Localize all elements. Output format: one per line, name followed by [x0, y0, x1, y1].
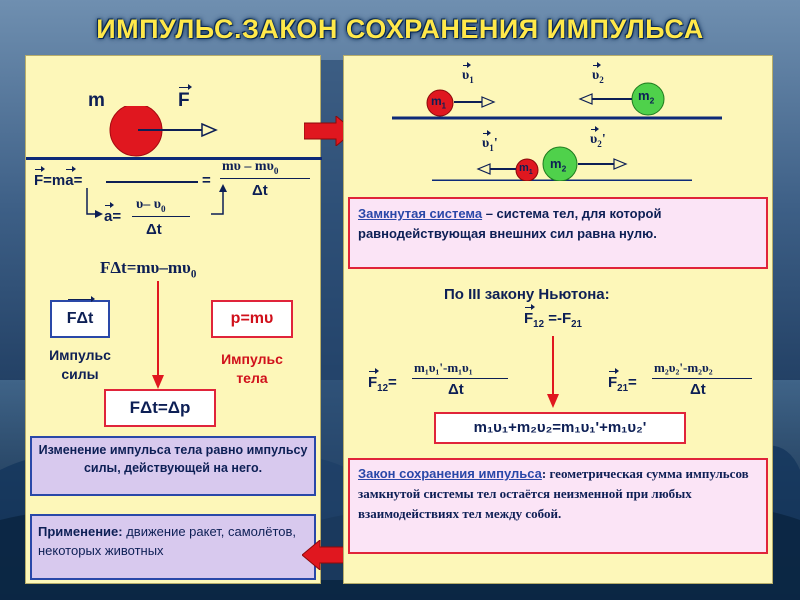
left-panel: m F F=ma= = mυ – mυ0 Δt a= υ– υ0 Δt FΔt=…	[25, 55, 322, 584]
main-equation: FΔt=mυ–mυ0	[100, 258, 197, 281]
mass-label: m	[88, 90, 105, 111]
force-label: F	[178, 84, 192, 111]
eq-prefix: F=ma=	[34, 166, 83, 189]
f12-label: F12=	[368, 368, 397, 394]
newton-title: По III закону Ньютона:	[444, 286, 610, 303]
right-panel: m1 m2 υ1 υ2 υ1' υ2' m1 m2 Замкнутая сист…	[343, 55, 773, 584]
eq-equals: =	[202, 172, 211, 189]
ball-m1-top	[426, 89, 454, 117]
newton-equation: F12 =-F21	[524, 304, 582, 330]
bottom-v2-label: υ2'	[590, 126, 606, 149]
f21-label: F21=	[608, 368, 637, 394]
impulse-force-box: FΔt	[50, 296, 110, 338]
bracket-arrows	[86, 184, 227, 218]
momentum-box: p=mυ	[211, 300, 293, 338]
f12-frac-bar	[412, 378, 508, 379]
frac-numerator: mυ – mυ0	[222, 159, 279, 176]
newton-down-arrow-icon	[547, 336, 559, 408]
ball-force-diagram	[109, 106, 218, 157]
down-arrow-icon	[152, 281, 164, 389]
f21-numerator: m₂υ₂'-m₂υ₂	[654, 360, 713, 375]
collision-diagram	[392, 82, 722, 181]
top-m2-label: m2	[638, 88, 655, 106]
bottom-m1-label: m1	[519, 162, 533, 177]
f21-denominator: Δt	[690, 381, 706, 398]
frac-denominator: Δt	[252, 182, 268, 199]
surface-line	[26, 157, 322, 160]
f21-frac-bar	[652, 378, 752, 379]
conservation-law-box: Закон сохранения импульса: геометрическа…	[348, 458, 768, 554]
a-denominator: Δt	[146, 221, 162, 238]
top-v2-label: υ2	[592, 62, 604, 85]
a-frac-bar	[132, 216, 190, 217]
page-title: ИМПУЛЬС.ЗАКОН СОХРАНЕНИЯ ИМПУЛЬСА	[96, 14, 704, 44]
a-numerator: υ– υ0	[136, 197, 166, 214]
force-arrow-icon	[201, 122, 218, 138]
bottom-m2-label: m2	[550, 156, 567, 174]
eq-blank-line	[106, 181, 198, 183]
a-label: a=	[104, 202, 122, 225]
application-box: Применение: движение ракет, самолётов, н…	[30, 514, 316, 580]
conservation-equation-box: m₁υ₁+m₂υ₂=m₁υ₁'+m₁υ₂'	[434, 412, 686, 444]
top-m1-label: m1	[431, 94, 447, 111]
impulse-change-box: Изменение импульса тела равно импульсу с…	[30, 436, 316, 496]
f12-denominator: Δt	[448, 381, 464, 398]
closed-system-box: Замкнутая система – система тел, для кот…	[348, 197, 768, 269]
frac-bar	[220, 178, 310, 179]
result-box: FΔt=Δp	[104, 389, 216, 427]
top-v1-label: υ1	[462, 62, 474, 85]
bottom-v1-label: υ1'	[482, 130, 498, 153]
f12-numerator: m₁υ₁'-m₁υ₁	[414, 360, 473, 375]
ball-m2-bottom	[542, 146, 578, 181]
